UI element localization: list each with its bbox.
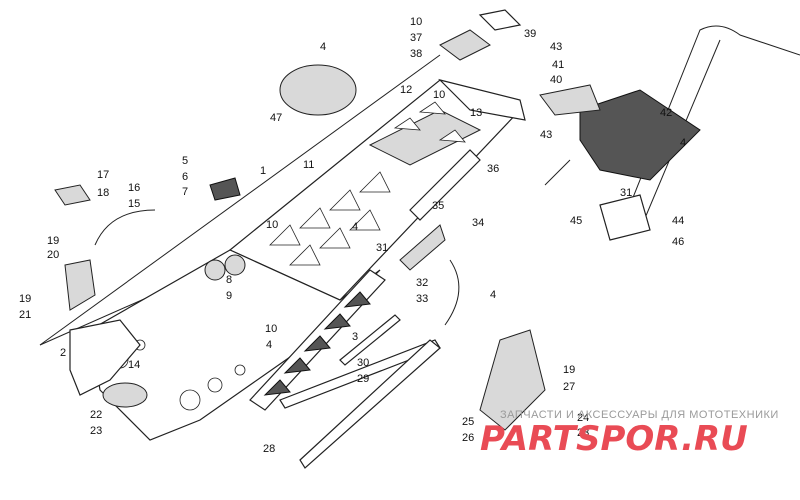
chain-rail: [444, 259, 460, 326]
callout-label: 15: [128, 198, 140, 210]
callout-label: 6: [182, 171, 188, 183]
callout-label: 1: [260, 165, 266, 177]
callout-label: 22: [90, 409, 102, 421]
grab-handle: [94, 209, 156, 246]
clip: [209, 177, 241, 201]
callout-label: 12: [400, 84, 412, 96]
running-board-cutouts: [263, 291, 371, 396]
callout-label: 10: [433, 89, 445, 101]
callout-label: 4: [352, 221, 358, 233]
callout-label: 25: [462, 416, 474, 428]
callout-label: 30: [357, 357, 369, 369]
bumper-pad: [279, 64, 357, 116]
callout-label: 16: [128, 182, 140, 194]
callout-label: 31: [620, 187, 632, 199]
callout-label: 27: [563, 381, 575, 393]
callout-label: 41: [552, 59, 564, 71]
front-bracket: [69, 319, 141, 396]
rear-bumper-rail: [438, 78, 526, 121]
callout-label: 2: [60, 347, 66, 359]
callout-label: 42: [660, 107, 672, 119]
rear-assembly: [539, 25, 800, 241]
callout-label: 10: [410, 16, 422, 28]
callout-label: 14: [128, 359, 140, 371]
watermark-subtitle: ЗАПЧАСТИ И АКСЕССУАРЫ ДЛЯ МОТОТЕХНИКИ: [500, 409, 779, 421]
rail-30: [339, 314, 401, 366]
tunnel-assembly: [39, 54, 526, 441]
callout-label: 37: [410, 32, 422, 44]
callout-label: 19: [19, 293, 31, 305]
callout-label: 45: [570, 215, 582, 227]
washer: [224, 254, 246, 276]
callout-label: 36: [487, 163, 499, 175]
tunnel-cooler-plate: [368, 109, 482, 166]
shield-plate: [64, 259, 96, 311]
callout-label: 23: [90, 425, 102, 437]
callout-label: 4: [490, 289, 496, 301]
callout-label: 24: [577, 412, 589, 424]
step-bracket: [479, 329, 546, 431]
callout-label: 40: [550, 74, 562, 86]
callout-label: 43: [540, 129, 552, 141]
callout-label: 35: [432, 200, 444, 212]
callout-label: 20: [47, 249, 59, 261]
callout-label: 4: [680, 137, 686, 149]
callout-label: 31: [376, 242, 388, 254]
watermark: ЗАПЧАСТИ И АКСЕССУАРЫ ДЛЯ МОТОТЕХНИКИ PA…: [480, 409, 779, 459]
rear-bracket: [478, 9, 522, 31]
flap-bracket: [539, 84, 601, 116]
small-parts: [54, 9, 546, 469]
callout-label: 23: [577, 427, 589, 439]
callout-label: 29: [357, 373, 369, 385]
watermark-logo: PARTSPOR.RU: [480, 419, 748, 459]
callout-label: 4: [266, 339, 272, 351]
callout-label: 7: [182, 186, 188, 198]
callout-label: 3: [352, 331, 358, 343]
callout-label: 21: [19, 309, 31, 321]
grab-pad: [54, 184, 91, 206]
callout-label: 10: [265, 323, 277, 335]
callout-label: 18: [97, 187, 109, 199]
heat-exchanger: [409, 149, 481, 221]
callout-label: 43: [550, 41, 562, 53]
callout-label: 28: [263, 443, 275, 455]
callout-label: 9: [226, 290, 232, 302]
callout-label: 38: [410, 48, 422, 60]
snow-flap: [579, 89, 701, 181]
callout-label: 5: [182, 155, 188, 167]
callouts: 10 39 37 38 4 43 41 40 12 10 13 47 42 43…: [19, 16, 686, 455]
callout-label: 47: [270, 112, 282, 124]
callout-label: 10: [266, 219, 278, 231]
rear-bumper-frame-outer: [619, 25, 800, 231]
callout-label: 19: [563, 364, 575, 376]
callout-label: 11: [303, 159, 314, 171]
callout-label: 13: [470, 107, 482, 119]
end-cap: [599, 194, 651, 241]
callout-label: 33: [416, 293, 428, 305]
callout-label: 46: [672, 236, 684, 248]
callout-label: 8: [226, 274, 232, 286]
grip-block: [439, 29, 491, 61]
foot-pad: [102, 382, 148, 408]
callout-label: 19: [47, 235, 59, 247]
callout-label: 39: [524, 28, 536, 40]
callout-label: 26: [462, 432, 474, 444]
callout-label: 34: [472, 217, 484, 229]
callout-label: 17: [97, 169, 109, 181]
flap-rod: [544, 159, 571, 186]
tunnel-cutouts: [269, 101, 466, 266]
reference-line: [39, 54, 441, 346]
washer: [204, 259, 226, 281]
tube-28: [299, 339, 441, 469]
callout-label: 44: [672, 215, 684, 227]
bracket-31: [399, 224, 446, 271]
callout-label: 4: [320, 41, 326, 53]
callout-label: 32: [416, 277, 428, 289]
